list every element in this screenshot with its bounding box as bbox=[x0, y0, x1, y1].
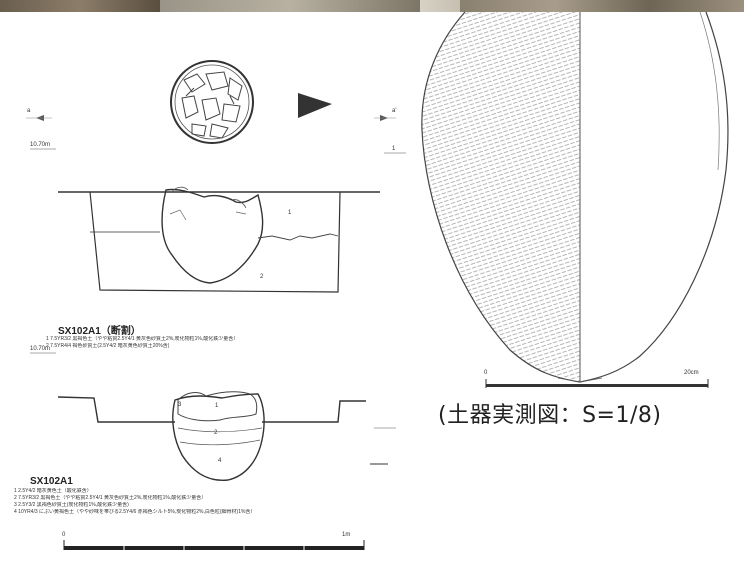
photo-segment bbox=[460, 0, 744, 12]
vessel-scale-end-label: 20cm bbox=[684, 370, 699, 376]
note-line: 1 7.5YR3/2 黒褐色土（やや粘質2.5Y4/1 黄灰色砂質土2%,炭化物… bbox=[46, 336, 239, 342]
marker-left-label: a bbox=[27, 108, 31, 114]
photo-segment bbox=[0, 0, 160, 12]
layer-mark: 1 bbox=[215, 403, 219, 409]
section-2 bbox=[30, 352, 396, 481]
pit-outline-plan bbox=[170, 60, 254, 144]
note-line: 4 10YR4/3 にぶい黄褐色土（やや砂味を帯びる2.5Y4/6 赤褐色シルト… bbox=[14, 509, 256, 515]
plan-view bbox=[26, 60, 406, 154]
note-line: 3 2.5Y3/2 黒褐色砂質土(炭化物粒1%,酸化鉄少量含) bbox=[14, 502, 129, 508]
level-label-section-2: 10.70m bbox=[30, 346, 51, 352]
pot-section-1 bbox=[161, 188, 264, 284]
marker-right-label: a' bbox=[392, 108, 397, 114]
layer-mark: 4 bbox=[218, 458, 222, 464]
scale-bar-20cm bbox=[486, 384, 708, 387]
vessel-drawing bbox=[421, 11, 729, 388]
section-1-notes: 1 7.5YR3/2 黒褐色土（やや粘質2.5Y4/1 黄灰色砂質土2%,炭化物… bbox=[46, 336, 238, 350]
vessel-scale-start-label: 0 bbox=[484, 370, 488, 376]
layer-mark: 1 bbox=[288, 210, 292, 216]
plan-stones bbox=[181, 71, 243, 139]
pot-section-2 bbox=[172, 393, 265, 481]
photo-segment bbox=[160, 0, 420, 12]
photo-strip bbox=[0, 0, 744, 12]
vessel-outline-left bbox=[421, 11, 581, 383]
level-label-right: 1 bbox=[392, 146, 396, 152]
scale-end-label: 1m bbox=[342, 532, 351, 538]
layer-mark: 2 bbox=[260, 274, 264, 280]
section-1-title: SX102A1（断割） bbox=[58, 326, 141, 337]
note-line: 2 7.5YR4/4 褐色砂質土(2.5Y4/2 暗灰黄色砂質土20%含) bbox=[46, 343, 170, 349]
layer-mark: 2 bbox=[214, 430, 218, 436]
section-1 bbox=[58, 186, 380, 293]
north-arrow-icon bbox=[298, 93, 332, 118]
vessel-outline-right bbox=[579, 11, 729, 383]
level-label-left: 10.70m bbox=[30, 142, 51, 148]
note-line: 2 7.5YR3/2 黒褐色土（やや粘質2.5Y4/1 黄灰色砂質土2%,炭化物… bbox=[14, 495, 207, 501]
layer-mark: 3 bbox=[178, 402, 182, 408]
photo-segment bbox=[420, 0, 460, 12]
note-line: 1 2.5Y4/2 暗灰黄色土（酸化鉄含） bbox=[14, 488, 92, 494]
scale-start-label: 0 bbox=[62, 532, 66, 538]
drawing-caption: (土器実測図：S=1/8) bbox=[438, 403, 662, 428]
section-2-title: SX102A1 bbox=[30, 476, 73, 487]
scale-bar-1m bbox=[63, 540, 365, 550]
section-2-notes: 1 2.5Y4/2 暗灰黄色土（酸化鉄含） 2 7.5YR3/2 黒褐色土（やや… bbox=[14, 488, 255, 516]
trench-outline bbox=[89, 191, 341, 293]
